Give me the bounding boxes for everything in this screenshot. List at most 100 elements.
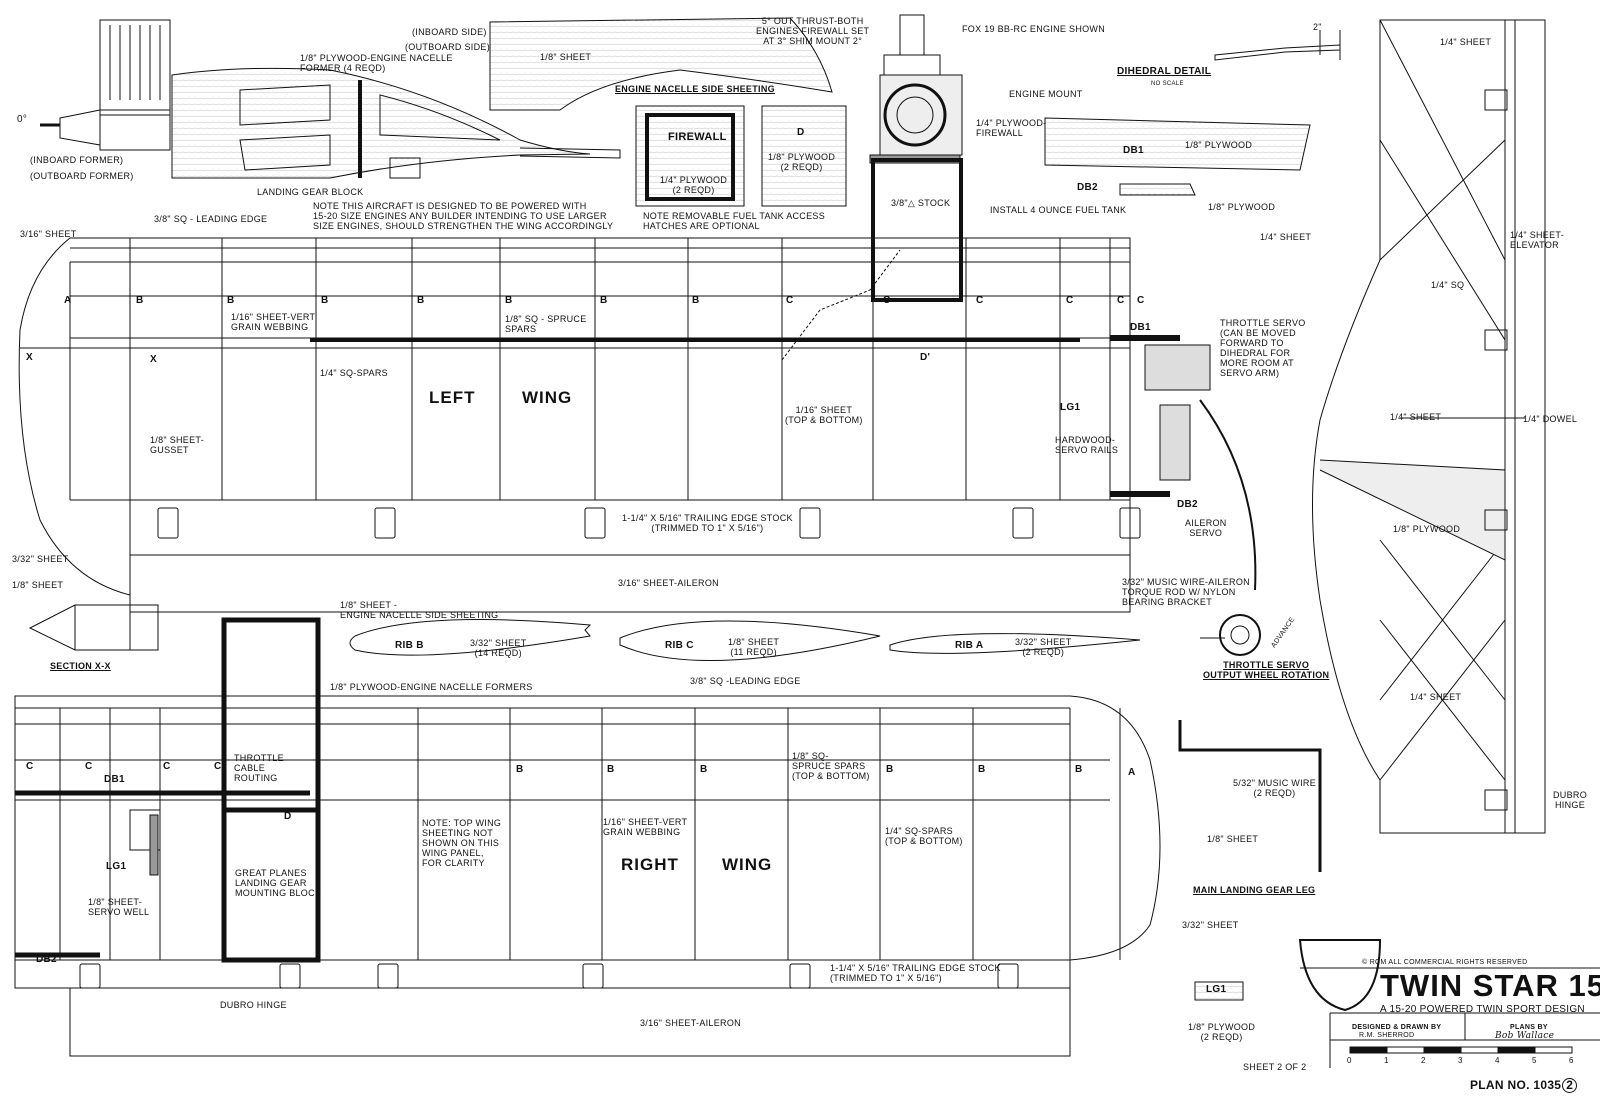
- music-wire-label: 5/32" MUSIC WIRE (2 REQD): [1233, 778, 1317, 798]
- quarter-sq-label: 1/4" SQ: [1431, 280, 1465, 290]
- scale-tick-label: 5: [1532, 1056, 1537, 1065]
- spruce-tb-label: 1/8" SQ- SPRUCE SPARS (TOP & BOTTOM): [792, 751, 870, 781]
- rib-a-label: RIB A: [955, 640, 984, 651]
- plan-subtitle: A 15-20 POWERED TWIN SPORT DESIGN: [1380, 1004, 1585, 1015]
- aileron-right-label: 3/16" SHEET-AILERON: [640, 1018, 741, 1028]
- stock-label: 3/8"△ STOCK: [891, 198, 951, 208]
- dubro-hinge-2-label: DUBRO HINGE: [1553, 790, 1588, 810]
- fox-engine-label: FOX 19 BB-RC ENGINE SHOWN: [962, 24, 1106, 34]
- te-stock-left-label: 1-1/4" X 5/16" TRAILING EDGE STOCK (TRIM…: [622, 513, 793, 533]
- scale-segment: [1534, 1046, 1573, 1054]
- rib-b-letter-5: B: [505, 295, 513, 306]
- lg1-ply-label: 1/8" PLYWOOD (2 REQD): [1188, 1022, 1256, 1042]
- quarter-spars-label: 1/4" SQ-SPARS: [320, 368, 388, 378]
- scale-tick-label: 1: [1384, 1056, 1389, 1065]
- db1-ply-label: 1/8" PLYWOOD: [1185, 140, 1253, 150]
- inboard-former-label: (INBOARD FORMER): [30, 155, 124, 165]
- zero-degree-label: 0°: [17, 114, 28, 125]
- plan-title: TWIN STAR 15 II: [1380, 970, 1600, 1006]
- section-xx: [28, 604, 159, 651]
- stab-sheet-label-3: 1/4" SHEET: [1390, 412, 1442, 422]
- elevator-label: 1/4" SHEET- ELEVATOR: [1510, 230, 1565, 250]
- lg1-part-label: LG1: [1206, 984, 1227, 995]
- dowel-label: 1/4" DOWEL: [1523, 414, 1578, 424]
- aileron-servo-label: AILERON SERVO: [1185, 518, 1227, 538]
- scale-segment: [1423, 1046, 1462, 1054]
- rights-label: © RCM ALL COMMERCIAL RIGHTS RESERVED: [1362, 959, 1528, 966]
- rib-b-letter-6: B: [600, 295, 608, 306]
- rib-c-right-2: C: [85, 761, 93, 772]
- sheet-label-top: 1/8" SHEET: [540, 52, 592, 62]
- rib-a-shape: [889, 633, 1141, 654]
- rib-b-letter-3: B: [321, 295, 329, 306]
- d-right-label: D: [284, 811, 292, 822]
- d-part-label: D: [797, 127, 805, 138]
- rib-b-right-4: B: [886, 764, 894, 775]
- dihedral-sketch: [1214, 44, 1341, 61]
- throttle-servo-note: THROTTLE SERVO (CAN BE MOVED FORWARD TO …: [1220, 318, 1306, 378]
- designer-name: R.M. SHERROD: [1359, 1032, 1415, 1039]
- rib-b-letter-4: B: [417, 295, 425, 306]
- db2-label: DB2: [1077, 182, 1098, 193]
- sheet-316-label: 3/16" SHEET: [20, 229, 77, 239]
- db2-right-label: DB2: [36, 954, 57, 965]
- outboard-side-label: (OUTBOARD SIDE): [405, 42, 491, 52]
- aileron-left-label: 3/16" SHEET-AILERON: [618, 578, 719, 588]
- section-xx-title: SECTION X-X: [50, 661, 111, 671]
- throttle-servo: [1144, 344, 1211, 391]
- sheet-332-right-label: 3/32" SHEET: [1182, 920, 1239, 930]
- db2-label-wing: DB2: [1177, 499, 1198, 510]
- right-wing-word-right: RIGHT: [621, 855, 679, 874]
- plans-by-name: Bob Wallace: [1495, 1031, 1555, 1041]
- db2-ply-label: 1/8" PLYWOOD: [1208, 202, 1276, 212]
- aileron-servo: [1159, 404, 1191, 481]
- gusset-label: 1/8" SHEET- GUSSET: [150, 435, 205, 455]
- sheet-332-label: 3/32" SHEET: [12, 554, 69, 564]
- scale-segment: [1349, 1046, 1388, 1054]
- stab-sheet-label-2: 1/4" SHEET: [1260, 232, 1312, 242]
- servo-wheel: [1219, 614, 1261, 656]
- rib-b-right-3: B: [700, 764, 708, 775]
- stab-sheet-label-1: 1/4" SHEET: [1440, 37, 1492, 47]
- x-mark-right: X: [150, 354, 157, 365]
- db1-label-wing: DB1: [1130, 322, 1151, 333]
- rib-c-letter-4: C: [1066, 295, 1074, 306]
- leading-edge-label: 3/8" SQ - LEADING EDGE: [154, 214, 268, 224]
- db1-label: DB1: [1123, 145, 1144, 156]
- x-mark-left: X: [26, 352, 33, 363]
- sq-spars-right-label: 1/4" SQ-SPARS (TOP & BOTTOM): [885, 826, 963, 846]
- d-ply-label: 1/8" PLYWOOD (2 REQD): [768, 152, 836, 172]
- fox-engine: [869, 14, 963, 164]
- stab-sheet-label-4: 1/4" SHEET: [1410, 692, 1462, 702]
- vert-grain-right-label: 1/16" SHEET-VERT GRAIN WEBBING: [603, 817, 688, 837]
- rib-b-right-2: B: [607, 764, 615, 775]
- nacelle-side-2-label: 1/8" SHEET - ENGINE NACELLE SIDE SHEETIN…: [340, 600, 499, 620]
- rib-c-letter-2: C: [883, 295, 891, 306]
- nacelle-formers-label: 1/8" PLYWOOD-ENGINE NACELLE FORMERS: [330, 682, 533, 692]
- rib-c-letter-6: C: [1137, 295, 1145, 306]
- scale-tick-label: 0: [1347, 1056, 1352, 1065]
- sheet-18-left-label: 1/8" SHEET: [12, 580, 64, 590]
- top-sheet-note: NOTE: TOP WING SHEETING NOT SHOWN ON THI…: [422, 818, 502, 868]
- rib-c-right-4: C: [214, 761, 222, 772]
- scale-bar: [1349, 1046, 1573, 1054]
- outboard-former-label: (OUTBOARD FORMER): [30, 171, 134, 181]
- db1-part: [1044, 117, 1311, 171]
- left-wing-word-left: LEFT: [429, 388, 476, 407]
- right-wing-word-wing: WING: [722, 855, 773, 874]
- scale-segment: [1497, 1046, 1536, 1054]
- landing-gear-leg: [1178, 720, 1322, 872]
- scale-tick-label: 2: [1421, 1056, 1426, 1065]
- servo-well-label: 1/8" SHEET- SERVO WELL: [88, 897, 150, 917]
- throttle-output-label: THROTTLE SERVO OUTPUT WHEEL ROTATION: [1203, 660, 1330, 680]
- rib-c-shape: [619, 620, 881, 661]
- throttle-cable-label: THROTTLE CABLE ROUTING: [234, 753, 284, 783]
- lg1-right-label: LG1: [106, 861, 127, 872]
- plan-number-circle: 2: [1562, 1078, 1578, 1093]
- d-prime-label: D': [920, 352, 931, 363]
- sheet-of-label: SHEET 2 OF 2: [1243, 1062, 1307, 1072]
- left-wing-word-wing: WING: [522, 388, 573, 407]
- scale-tick-label: 3: [1458, 1056, 1463, 1065]
- plywood-former-label: 1/8" PLYWOOD-ENGINE NACELLE FORMER (4 RE…: [300, 53, 453, 73]
- rib-c-right-3: C: [163, 761, 171, 772]
